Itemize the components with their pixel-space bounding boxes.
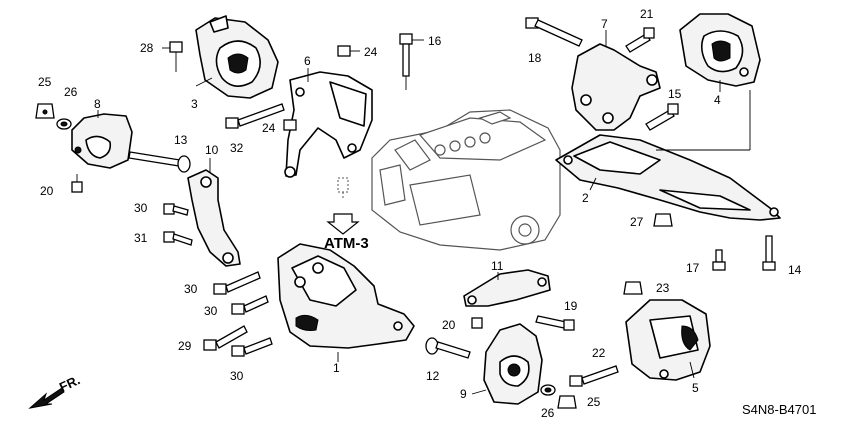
direction-label: FR. — [57, 372, 82, 394]
part-label-31: 31 — [134, 231, 148, 245]
bolt-30-b — [213, 271, 261, 295]
washer-26-bottom — [540, 384, 556, 396]
bolt-29 — [203, 325, 248, 351]
bolt-12 — [425, 337, 471, 359]
bolt-17 — [712, 249, 726, 271]
bolt-31 — [163, 231, 193, 246]
bolt-28 — [162, 41, 183, 72]
part-label-27: 27 — [630, 215, 644, 229]
part-label-3: 3 — [191, 97, 198, 111]
front-direction-arrow-icon — [28, 387, 65, 409]
fasteners — [35, 17, 776, 409]
part-label-16: 16 — [428, 34, 442, 48]
part-label-11: 11 — [491, 259, 504, 273]
bolt-16 — [399, 33, 424, 90]
bolt-30-a — [163, 203, 189, 216]
part-label-32: 32 — [230, 141, 244, 155]
down-arrow-icon — [326, 213, 360, 235]
part-label-21: 21 — [640, 7, 654, 21]
part-5-mount — [625, 299, 711, 381]
bolt-20-left — [71, 174, 83, 193]
nut-25-left — [35, 103, 55, 119]
part-label-25-bottom: 25 — [587, 395, 601, 409]
part-label-30-b: 30 — [184, 282, 198, 296]
part-1-bracket — [277, 243, 415, 349]
part-label-15: 15 — [668, 87, 682, 101]
bolt-30-d — [231, 337, 273, 357]
part-label-12: 12 — [426, 369, 440, 383]
part-label-30-a: 30 — [134, 201, 148, 215]
part-8-mount — [71, 113, 133, 169]
part-label-20-mid: 20 — [442, 318, 456, 332]
part-label-30-c: 30 — [204, 304, 218, 318]
part-label-7: 7 — [601, 17, 608, 31]
part-label-26-left: 26 — [64, 85, 78, 99]
nut-27 — [653, 213, 673, 227]
nut-24-top — [337, 45, 360, 57]
part-label-26-bottom: 26 — [541, 406, 555, 420]
part-label-14: 14 — [788, 263, 802, 277]
part-label-4: 4 — [714, 93, 721, 107]
bolt-22 — [569, 365, 619, 387]
nut-24-mid — [283, 119, 297, 131]
atm-reference — [326, 177, 360, 235]
part-2-crossmember — [555, 134, 781, 221]
nut-23 — [623, 281, 643, 295]
part-label-1: 1 — [333, 361, 340, 375]
part-label-13: 13 — [174, 133, 188, 147]
part-6-bracket — [284, 71, 373, 178]
part-label-18: 18 — [528, 51, 542, 65]
bolt-20-mid — [471, 317, 483, 329]
part-label-24-top: 24 — [364, 45, 378, 59]
part-label-19: 19 — [564, 299, 578, 313]
part-number-labels: 1 2 3 4 5 6 7 8 9 10 11 12 13 14 15 16 1… — [38, 7, 802, 420]
part-label-25-left: 25 — [38, 75, 52, 89]
part-label-23: 23 — [656, 281, 670, 295]
reference-label: ATM-3 — [324, 235, 369, 252]
bolt-13 — [128, 151, 191, 173]
part-4-mount — [679, 13, 761, 87]
bolt-18 — [525, 17, 583, 47]
part-10-torque-rod — [187, 169, 241, 267]
part-label-10: 10 — [205, 143, 219, 157]
bolt-32 — [225, 103, 285, 129]
nut-25-bottom — [557, 395, 577, 409]
part-label-24-mid: 24 — [262, 121, 276, 135]
part-label-17: 17 — [686, 261, 700, 275]
part-9-mount — [483, 323, 543, 405]
bolt-30-c — [231, 295, 269, 315]
bolt-15 — [645, 103, 679, 131]
part-11-bracket — [463, 269, 551, 307]
part-label-9: 9 — [460, 387, 467, 401]
part-label-5: 5 — [692, 381, 699, 395]
part-7-bracket — [571, 43, 661, 131]
part-label-28: 28 — [140, 41, 154, 55]
bolt-21 — [625, 27, 655, 53]
part-label-29: 29 — [178, 339, 192, 353]
part-label-8: 8 — [94, 97, 101, 111]
part-3-mount — [195, 15, 279, 99]
washer-26-left — [56, 118, 72, 130]
diagram-code: S4N8-B4701 — [742, 402, 816, 417]
part-label-30-d: 30 — [230, 369, 244, 383]
bolt-19 — [535, 315, 575, 331]
engine-block — [371, 109, 561, 251]
part-label-6: 6 — [304, 54, 311, 68]
bolt-14 — [762, 235, 776, 271]
part-label-2: 2 — [582, 191, 589, 205]
part-label-20-left: 20 — [40, 184, 54, 198]
part-label-22: 22 — [592, 346, 606, 360]
